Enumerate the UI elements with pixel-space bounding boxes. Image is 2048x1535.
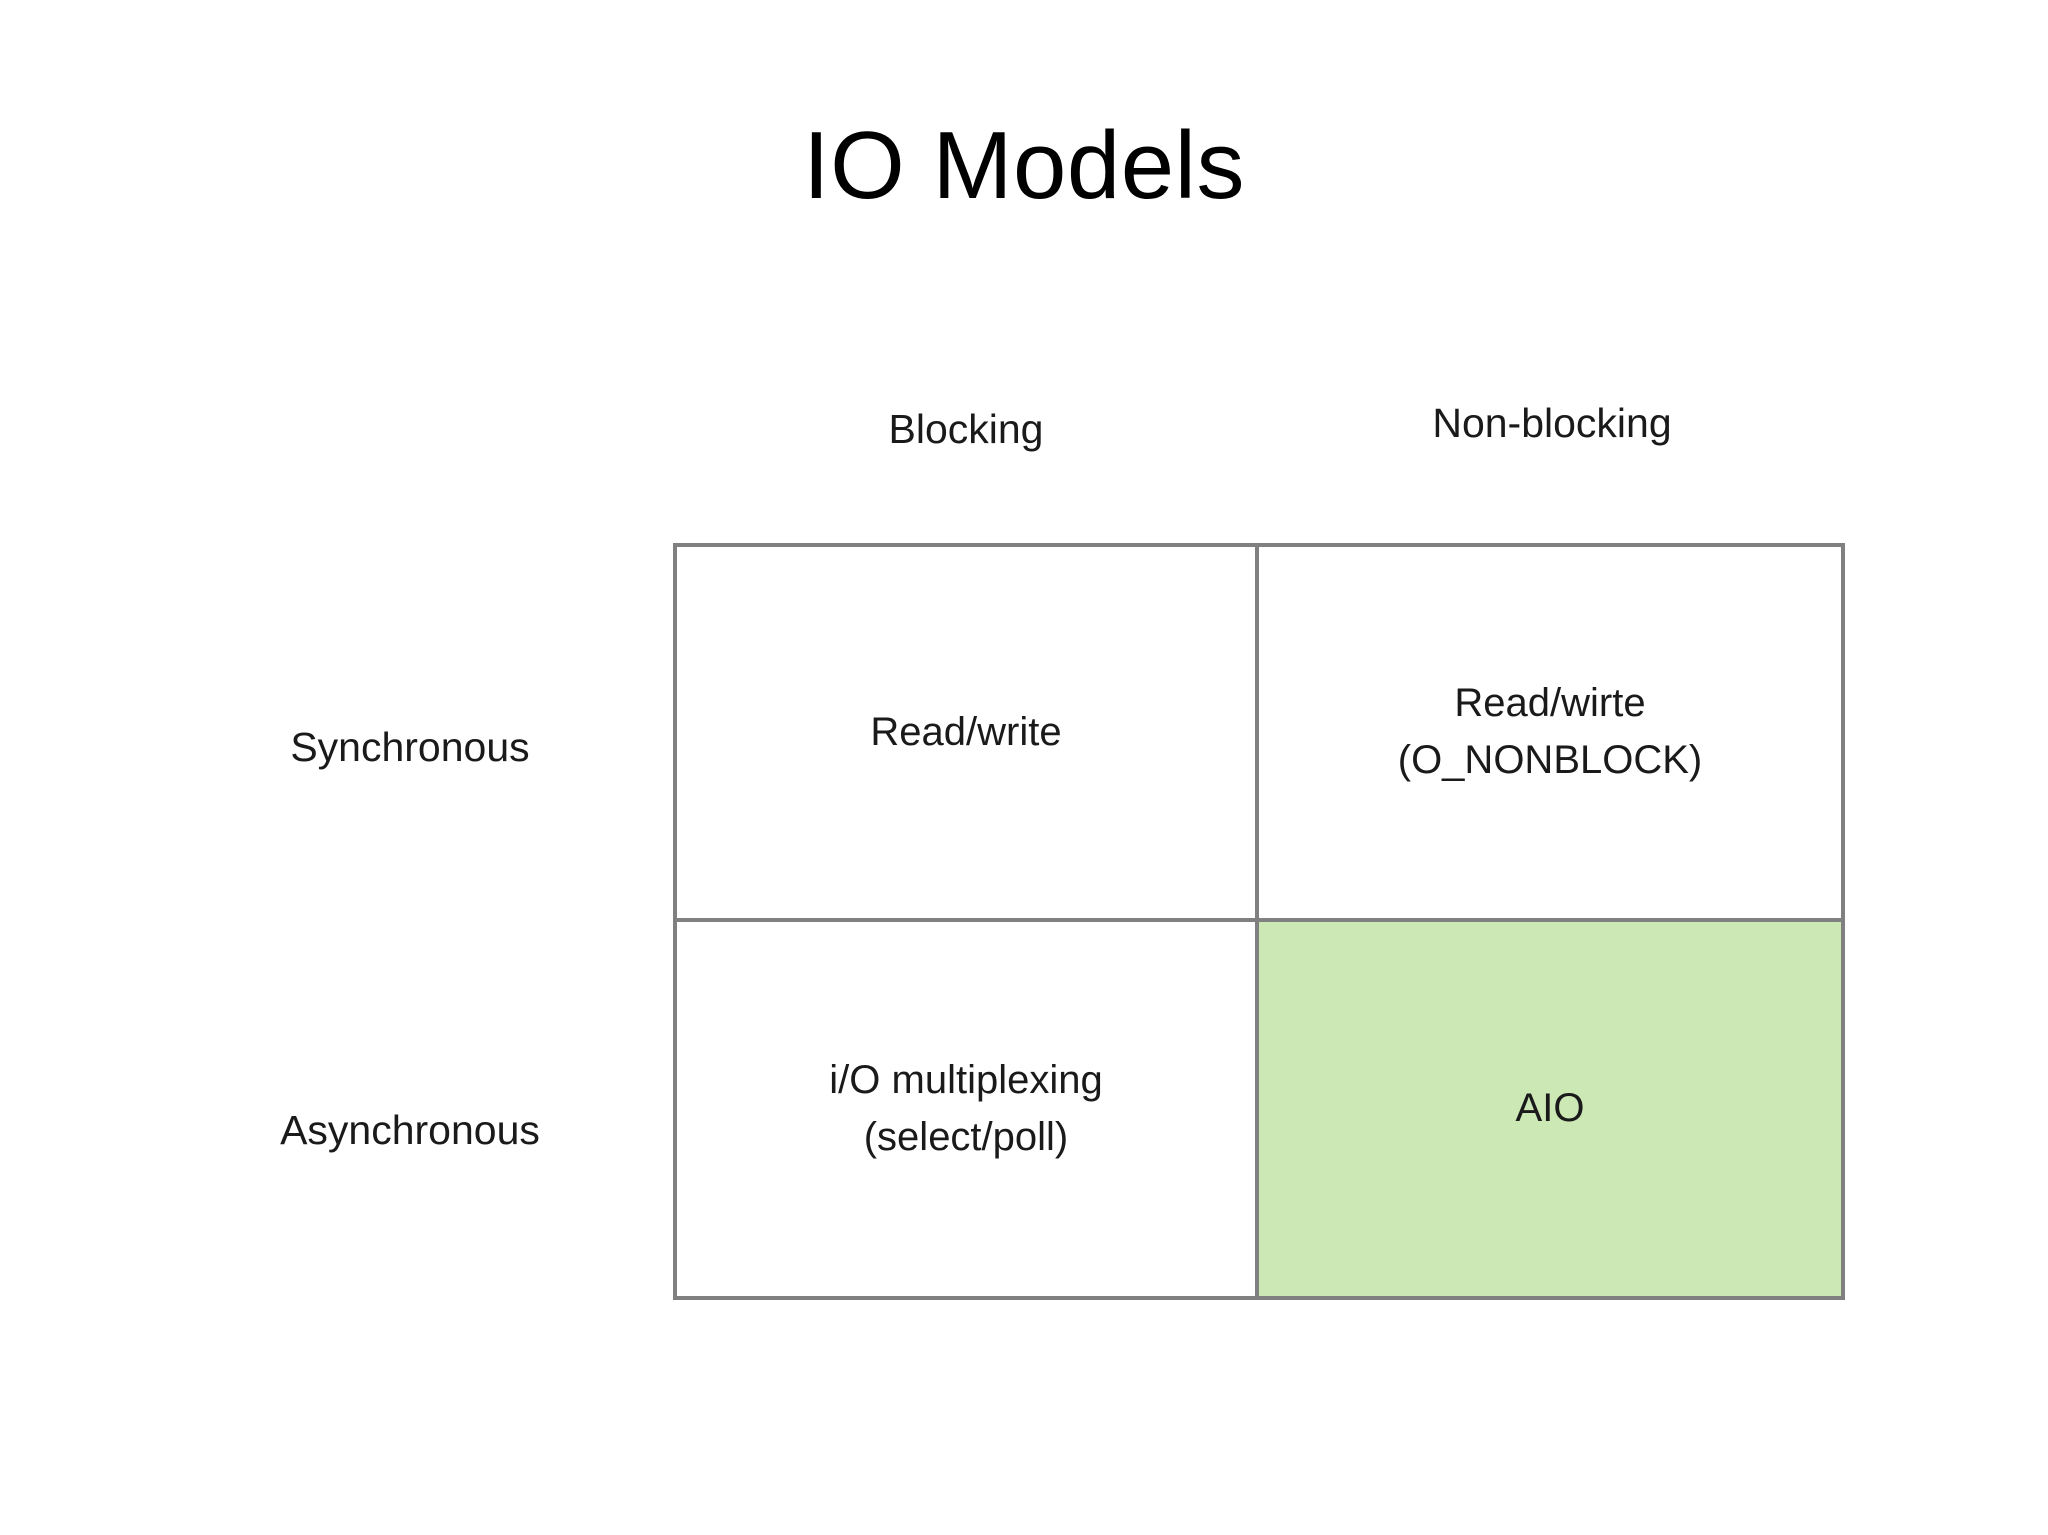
io-models-matrix: Read/write Read/wirte (O_NONBLOCK) i/O m… [673,543,1845,1300]
cell-line: Read/wirte [1454,681,1646,726]
matrix-cell-asynchronous-non-blocking: AIO [1259,921,1841,1296]
cell-line: (select/poll) [863,1114,1069,1159]
cell-text: Read/wirte (O_NONBLOCK) [1398,675,1703,789]
matrix-cell-synchronous-blocking: Read/write [677,547,1259,922]
matrix-cell-asynchronous-blocking: i/O multiplexing (select/poll) [677,921,1259,1296]
cell-line: AIO [1515,1086,1585,1131]
column-header-blocking: Blocking [888,406,1044,452]
column-header-non-blocking: Non-blocking [1432,400,1672,446]
matrix-grid: Read/write Read/wirte (O_NONBLOCK) i/O m… [673,543,1845,1300]
matrix-cell-synchronous-non-blocking: Read/wirte (O_NONBLOCK) [1259,547,1841,922]
row-header-synchronous: Synchronous [290,724,530,770]
cell-line: Read/write [870,709,1062,754]
cell-line: i/O multiplexing [829,1057,1103,1102]
cell-text: Read/write [870,704,1061,761]
cell-text: i/O multiplexing (select/poll) [829,1052,1102,1166]
page-title: IO Models [803,112,1245,219]
cell-line: (O_NONBLOCK) [1397,738,1703,783]
cell-text: AIO [1516,1080,1585,1137]
row-header-asynchronous: Asynchronous [280,1107,540,1153]
